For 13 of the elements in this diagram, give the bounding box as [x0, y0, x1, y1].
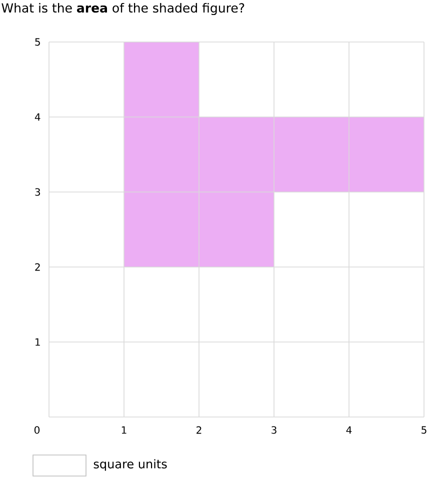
axis-number: 4 [34, 113, 40, 121]
axis-number: 4 [346, 426, 352, 434]
axis-number: 5 [422, 426, 426, 434]
axis-number: 3 [272, 426, 276, 434]
question-text: What is the area of the shaded figure? [2, 2, 244, 16]
axis-number: 1 [122, 426, 126, 434]
axis-number: 2 [35, 263, 40, 271]
axis-number: 1 [36, 338, 40, 346]
axis-number: 0 [34, 426, 40, 434]
axis-number: 3 [35, 188, 40, 196]
axis-number: 2 [196, 426, 202, 434]
axis-number: 5 [35, 38, 40, 46]
unit-label: square units [94, 459, 167, 471]
